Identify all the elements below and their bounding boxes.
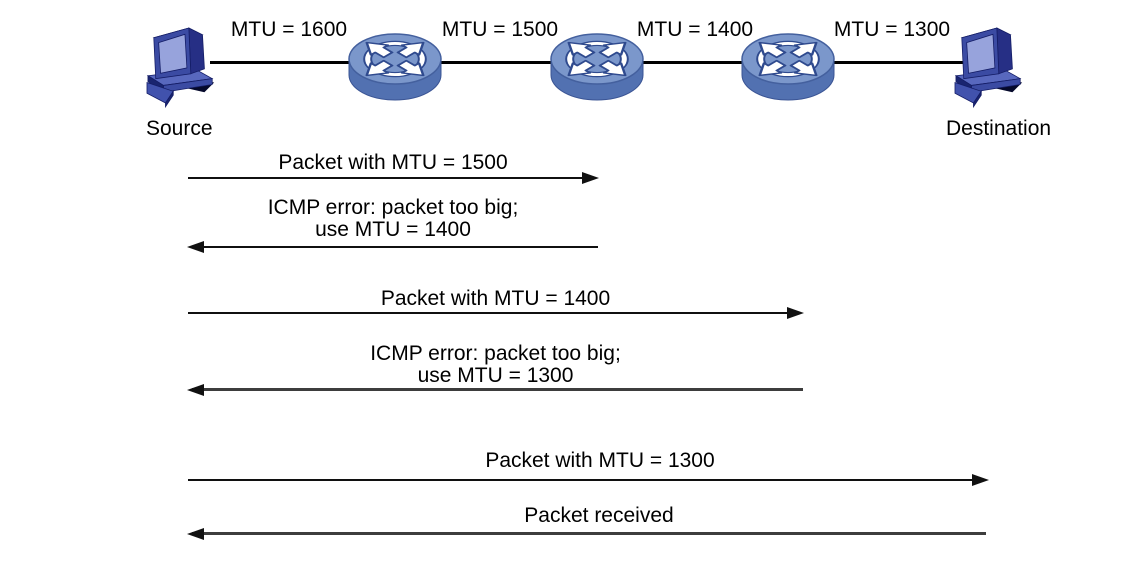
message-label-line: Packet with MTU = 1300 [485,449,715,472]
message-packet-mtu-1400: Packet with MTU = 1400 [188,288,804,319]
arrowhead-icon [582,172,599,184]
arrow-right [188,171,599,185]
arrow-left [187,383,803,397]
message-label: ICMP error: packet too big; use MTU = 13… [188,343,803,387]
message-label: Packet with MTU = 1500 [188,152,598,174]
message-label: ICMP error: packet too big; use MTU = 14… [188,197,598,241]
router-icon [550,31,644,103]
message-label: Packet received [200,505,998,527]
router-icon [741,31,835,103]
arrow-shaft [188,312,799,314]
link-mtu-label: MTU = 1500 [441,18,559,41]
link-mtu-label: MTU = 1300 [833,18,951,41]
message-packet-received: Packet received [187,505,986,540]
message-packet-mtu-1500: Packet with MTU = 1500 [188,152,599,184]
arrowhead-icon [187,241,204,253]
destination-node-label: Destination [946,117,1052,140]
message-packet-mtu-1300: Packet with MTU = 1300 [188,450,989,486]
source-computer-icon [146,20,220,110]
link-mtu-label: MTU = 1600 [230,18,348,41]
message-label-line: ICMP error: packet too big; [370,342,621,365]
arrowhead-icon [972,474,989,486]
arrowhead-icon [787,307,804,319]
arrow-right [188,473,989,487]
arrow-shaft [192,246,598,248]
arrowhead-icon [187,528,204,540]
message-icmp-use-1400: ICMP error: packet too big; use MTU = 14… [187,197,598,253]
router-icon [348,31,442,103]
destination-computer-icon [954,20,1028,110]
arrow-left [187,527,986,541]
message-label-line: Packet received [524,504,674,527]
arrow-shaft [188,177,594,179]
arrow-left [187,240,598,254]
message-label: Packet with MTU = 1400 [188,288,803,310]
arrowhead-icon [187,384,204,396]
source-node-label: Source [146,117,213,140]
arrow-shaft [192,388,803,391]
message-icmp-use-1300: ICMP error: packet too big; use MTU = 13… [187,343,803,396]
link-mtu-label: MTU = 1400 [636,18,754,41]
message-label: Packet with MTU = 1300 [200,450,1000,472]
arrow-shaft [188,479,984,481]
message-label-line: use MTU = 1300 [417,364,574,387]
arrow-shaft [192,532,986,535]
message-label-line: Packet with MTU = 1500 [278,151,508,174]
message-label-line: ICMP error: packet too big; [267,196,519,219]
message-label-line: use MTU = 1400 [315,218,471,241]
message-label-line: Packet with MTU = 1400 [380,287,611,310]
arrow-right [188,306,804,320]
